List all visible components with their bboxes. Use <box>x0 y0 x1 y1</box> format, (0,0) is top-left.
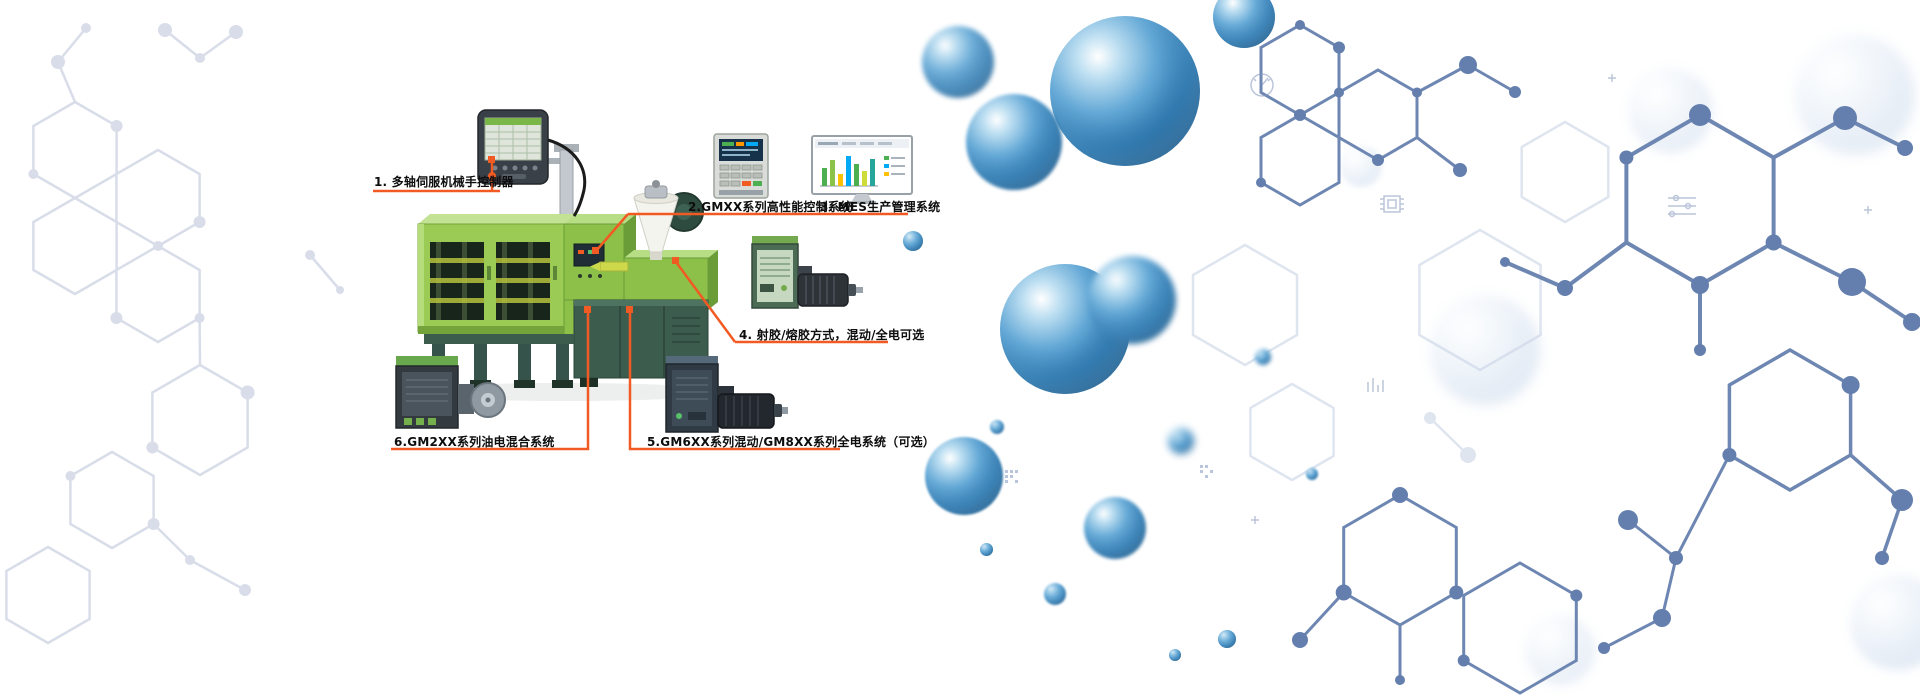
callout-label-1: 1. 多轴伺服机械手控制器 <box>374 175 514 189</box>
molecule-sphere <box>903 231 923 251</box>
molecule-sphere <box>1255 349 1271 365</box>
callout-lines <box>373 163 908 451</box>
pixel-grid <box>1005 465 1213 483</box>
molecule-sphere <box>980 543 993 556</box>
molecule-sphere <box>1088 256 1176 344</box>
control-panel-image <box>713 133 769 199</box>
callout-dots <box>488 156 679 313</box>
callout-label-6: 6.GM2XX系列油电混合系统 <box>394 435 555 449</box>
faint-hexagon-layer <box>1191 120 1610 482</box>
handheld-controller-image <box>477 109 549 185</box>
callout-label-4: 4. 射胶/熔胶方式，混动/全电可选 <box>739 328 925 342</box>
molecule-sphere <box>1850 575 1920 670</box>
oil-electric-drive-image <box>395 356 506 429</box>
equalizer-icon <box>1367 378 1384 392</box>
molecule-sphere <box>1430 295 1540 405</box>
network-nodes <box>1256 20 1920 685</box>
servo-drive-motor-image <box>751 236 863 309</box>
molecule-sphere <box>966 94 1062 190</box>
mes-screen-image <box>811 135 913 204</box>
hybrid-drive-motor-image <box>665 356 788 433</box>
callout-label-2: 2.GMXX系列高性能控制系统 <box>688 200 853 214</box>
molecule-sphere <box>1084 497 1146 559</box>
molecule-sphere <box>1340 145 1382 187</box>
molecule-sphere <box>922 26 994 98</box>
molecule-sphere <box>1213 0 1275 48</box>
molecule-sphere <box>1169 649 1181 661</box>
chip-icon <box>1380 195 1404 213</box>
callout-label-3: 3. MES生产管理系统 <box>820 200 941 214</box>
callout-label-5: 5.GM6XX系列混动/GM8XX系列全电系统（可选） <box>647 435 935 449</box>
injection-molding-machine-illustration <box>405 144 725 401</box>
molecule-sphere <box>1525 615 1595 685</box>
tech-icons <box>1005 73 1872 524</box>
molecule-sphere <box>1218 630 1236 648</box>
molecule-sphere <box>1050 16 1200 166</box>
controller-cable <box>547 138 587 217</box>
molecule-sphere <box>1044 583 1066 605</box>
gauge-icon <box>1250 73 1274 97</box>
molecule-sphere <box>1306 468 1318 480</box>
molecule-sphere <box>990 420 1004 434</box>
molecule-sphere <box>1168 428 1194 454</box>
plus-markers <box>1251 74 1872 524</box>
molecule-sphere <box>925 437 1003 515</box>
sliders-icon <box>1668 194 1696 218</box>
